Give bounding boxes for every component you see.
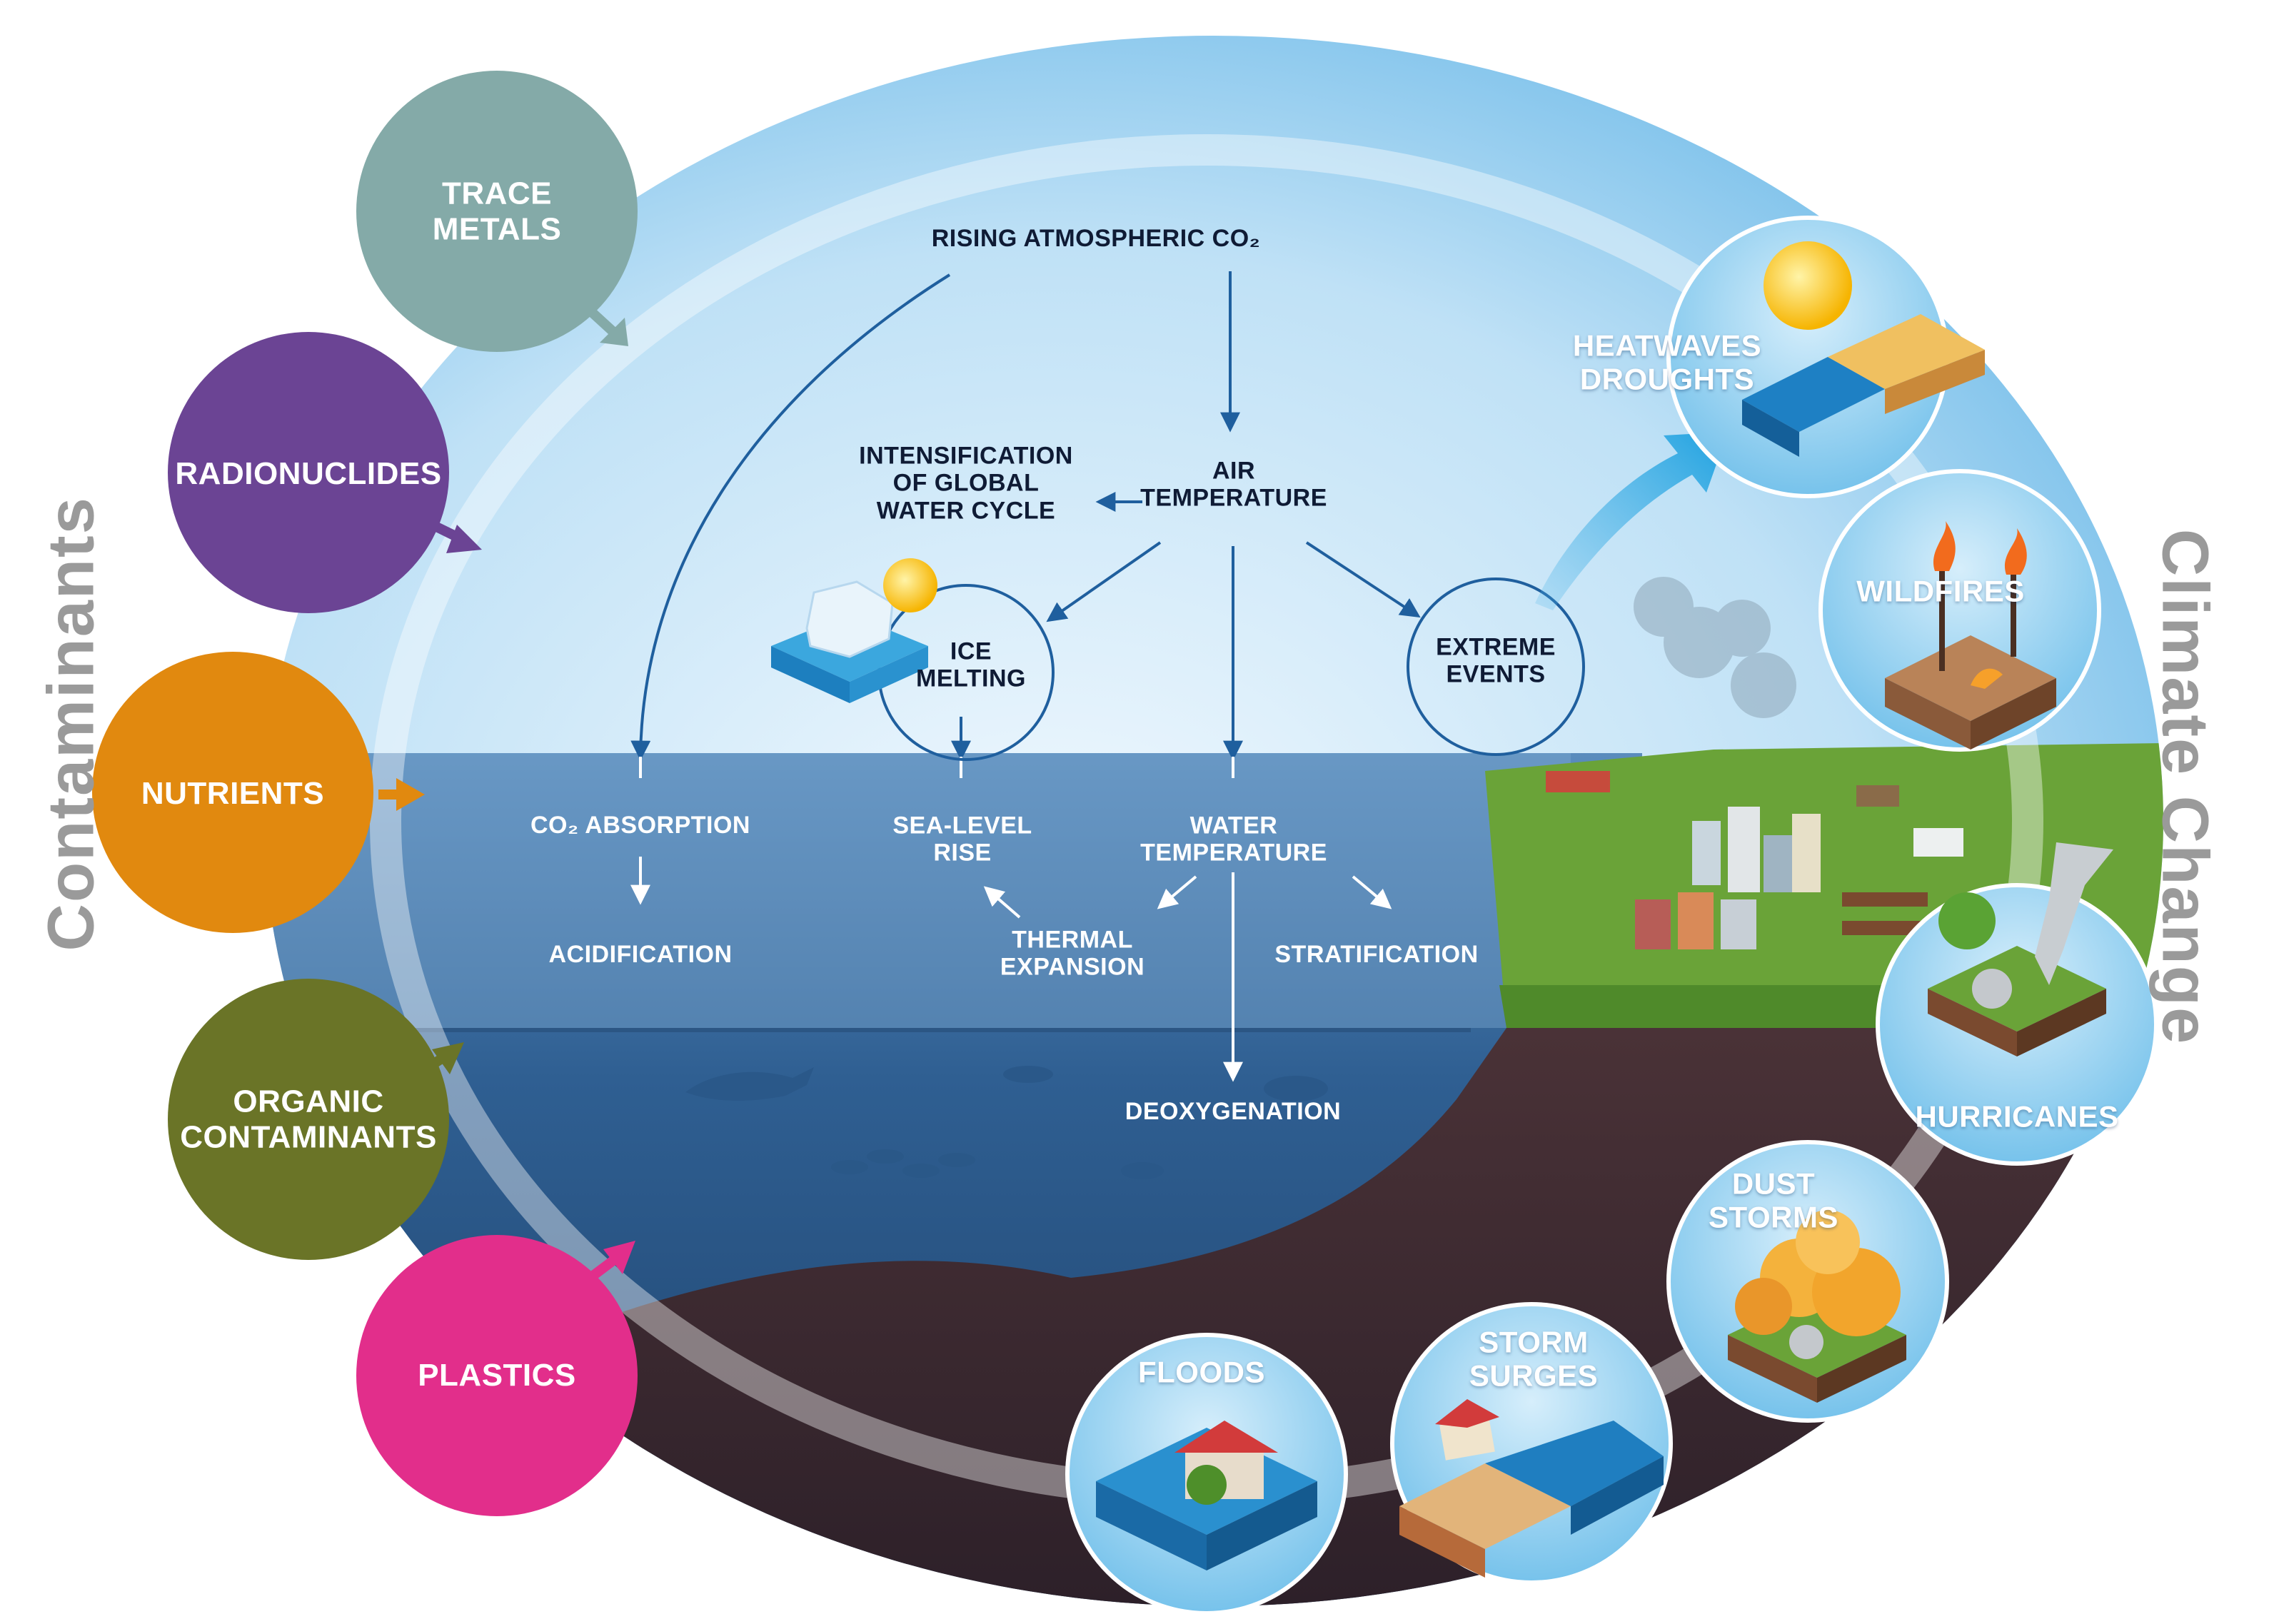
extreme-events-ring	[1407, 578, 1585, 756]
rising-co2-label: RISING ATMOSPHERIC CO₂	[931, 224, 1261, 252]
marine-life	[685, 1066, 1328, 1179]
thermal-expansion-label: THERMAL EXPANSION	[1000, 926, 1145, 981]
trace-metals-label: TRACE METALS	[432, 176, 562, 246]
floods-label: FLOODS	[1138, 1355, 1265, 1389]
water-cycle-label: INTENSIFICATION OF GLOBAL WATER CYCLE	[859, 442, 1073, 525]
process-arrows	[630, 271, 1421, 1082]
organic-contaminants-label: ORGANIC CONTAMINANTS	[180, 1084, 437, 1154]
hurricanes-label: HURRICANES	[1915, 1099, 2119, 1134]
heatwaves-droughts-label: HEATWAVES DROUGHTS	[1572, 328, 1762, 396]
nutrients-label: NUTRIENTS	[141, 776, 325, 812]
storm-surges-label: STORM SURGES	[1469, 1325, 1599, 1393]
air-temperature-label: AIR TEMPERATURE	[1140, 457, 1327, 512]
storm-surge-icon	[1399, 1399, 1664, 1578]
dust-storms-label: DUST STORMS	[1709, 1166, 1838, 1234]
radionuclides-circle	[168, 332, 449, 613]
wildfire-icon	[1885, 521, 2056, 750]
trace-metals-circle	[356, 71, 638, 352]
acidification-label: ACIDIFICATION	[548, 940, 733, 968]
contaminants-side-title: Contaminants	[34, 496, 108, 952]
coastal-city	[1546, 771, 1963, 949]
nutrients-circle	[92, 652, 373, 933]
plastics-label: PLASTICS	[418, 1358, 576, 1393]
deoxygenation-label: DEOXYGENATION	[1125, 1097, 1342, 1125]
climate-change-side-title: Climate Change	[2148, 528, 2222, 1046]
water-temperature-label: WATER TEMPERATURE	[1140, 812, 1327, 867]
dust-storm-icon	[1728, 1210, 1906, 1403]
plastics-circle	[356, 1235, 638, 1516]
co2-absorption-label: CO₂ ABSORPTION	[530, 811, 750, 839]
ice-melting-icon	[771, 558, 937, 703]
flood-icon	[1096, 1421, 1317, 1570]
extreme-events-label: EXTREME EVENTS	[1436, 633, 1556, 688]
hurricane-icon	[1928, 842, 2113, 1056]
stratification-label: STRATIFICATION	[1274, 940, 1479, 968]
wildfires-label: WILDFIRES	[1856, 574, 2025, 608]
radionuclides-label: RADIONUCLIDES	[175, 456, 442, 492]
ocean-surface-band	[264, 753, 1571, 1028]
extreme-events-arrow	[1535, 432, 1728, 610]
ice-melting-label: ICE MELTING	[916, 637, 1026, 692]
organic-contaminants-circle	[168, 979, 449, 1260]
heatwave-icon	[1742, 241, 1985, 457]
sea-level-rise-label: SEA-LEVEL RISE	[892, 812, 1032, 867]
industrial-smoke	[1634, 577, 1796, 718]
